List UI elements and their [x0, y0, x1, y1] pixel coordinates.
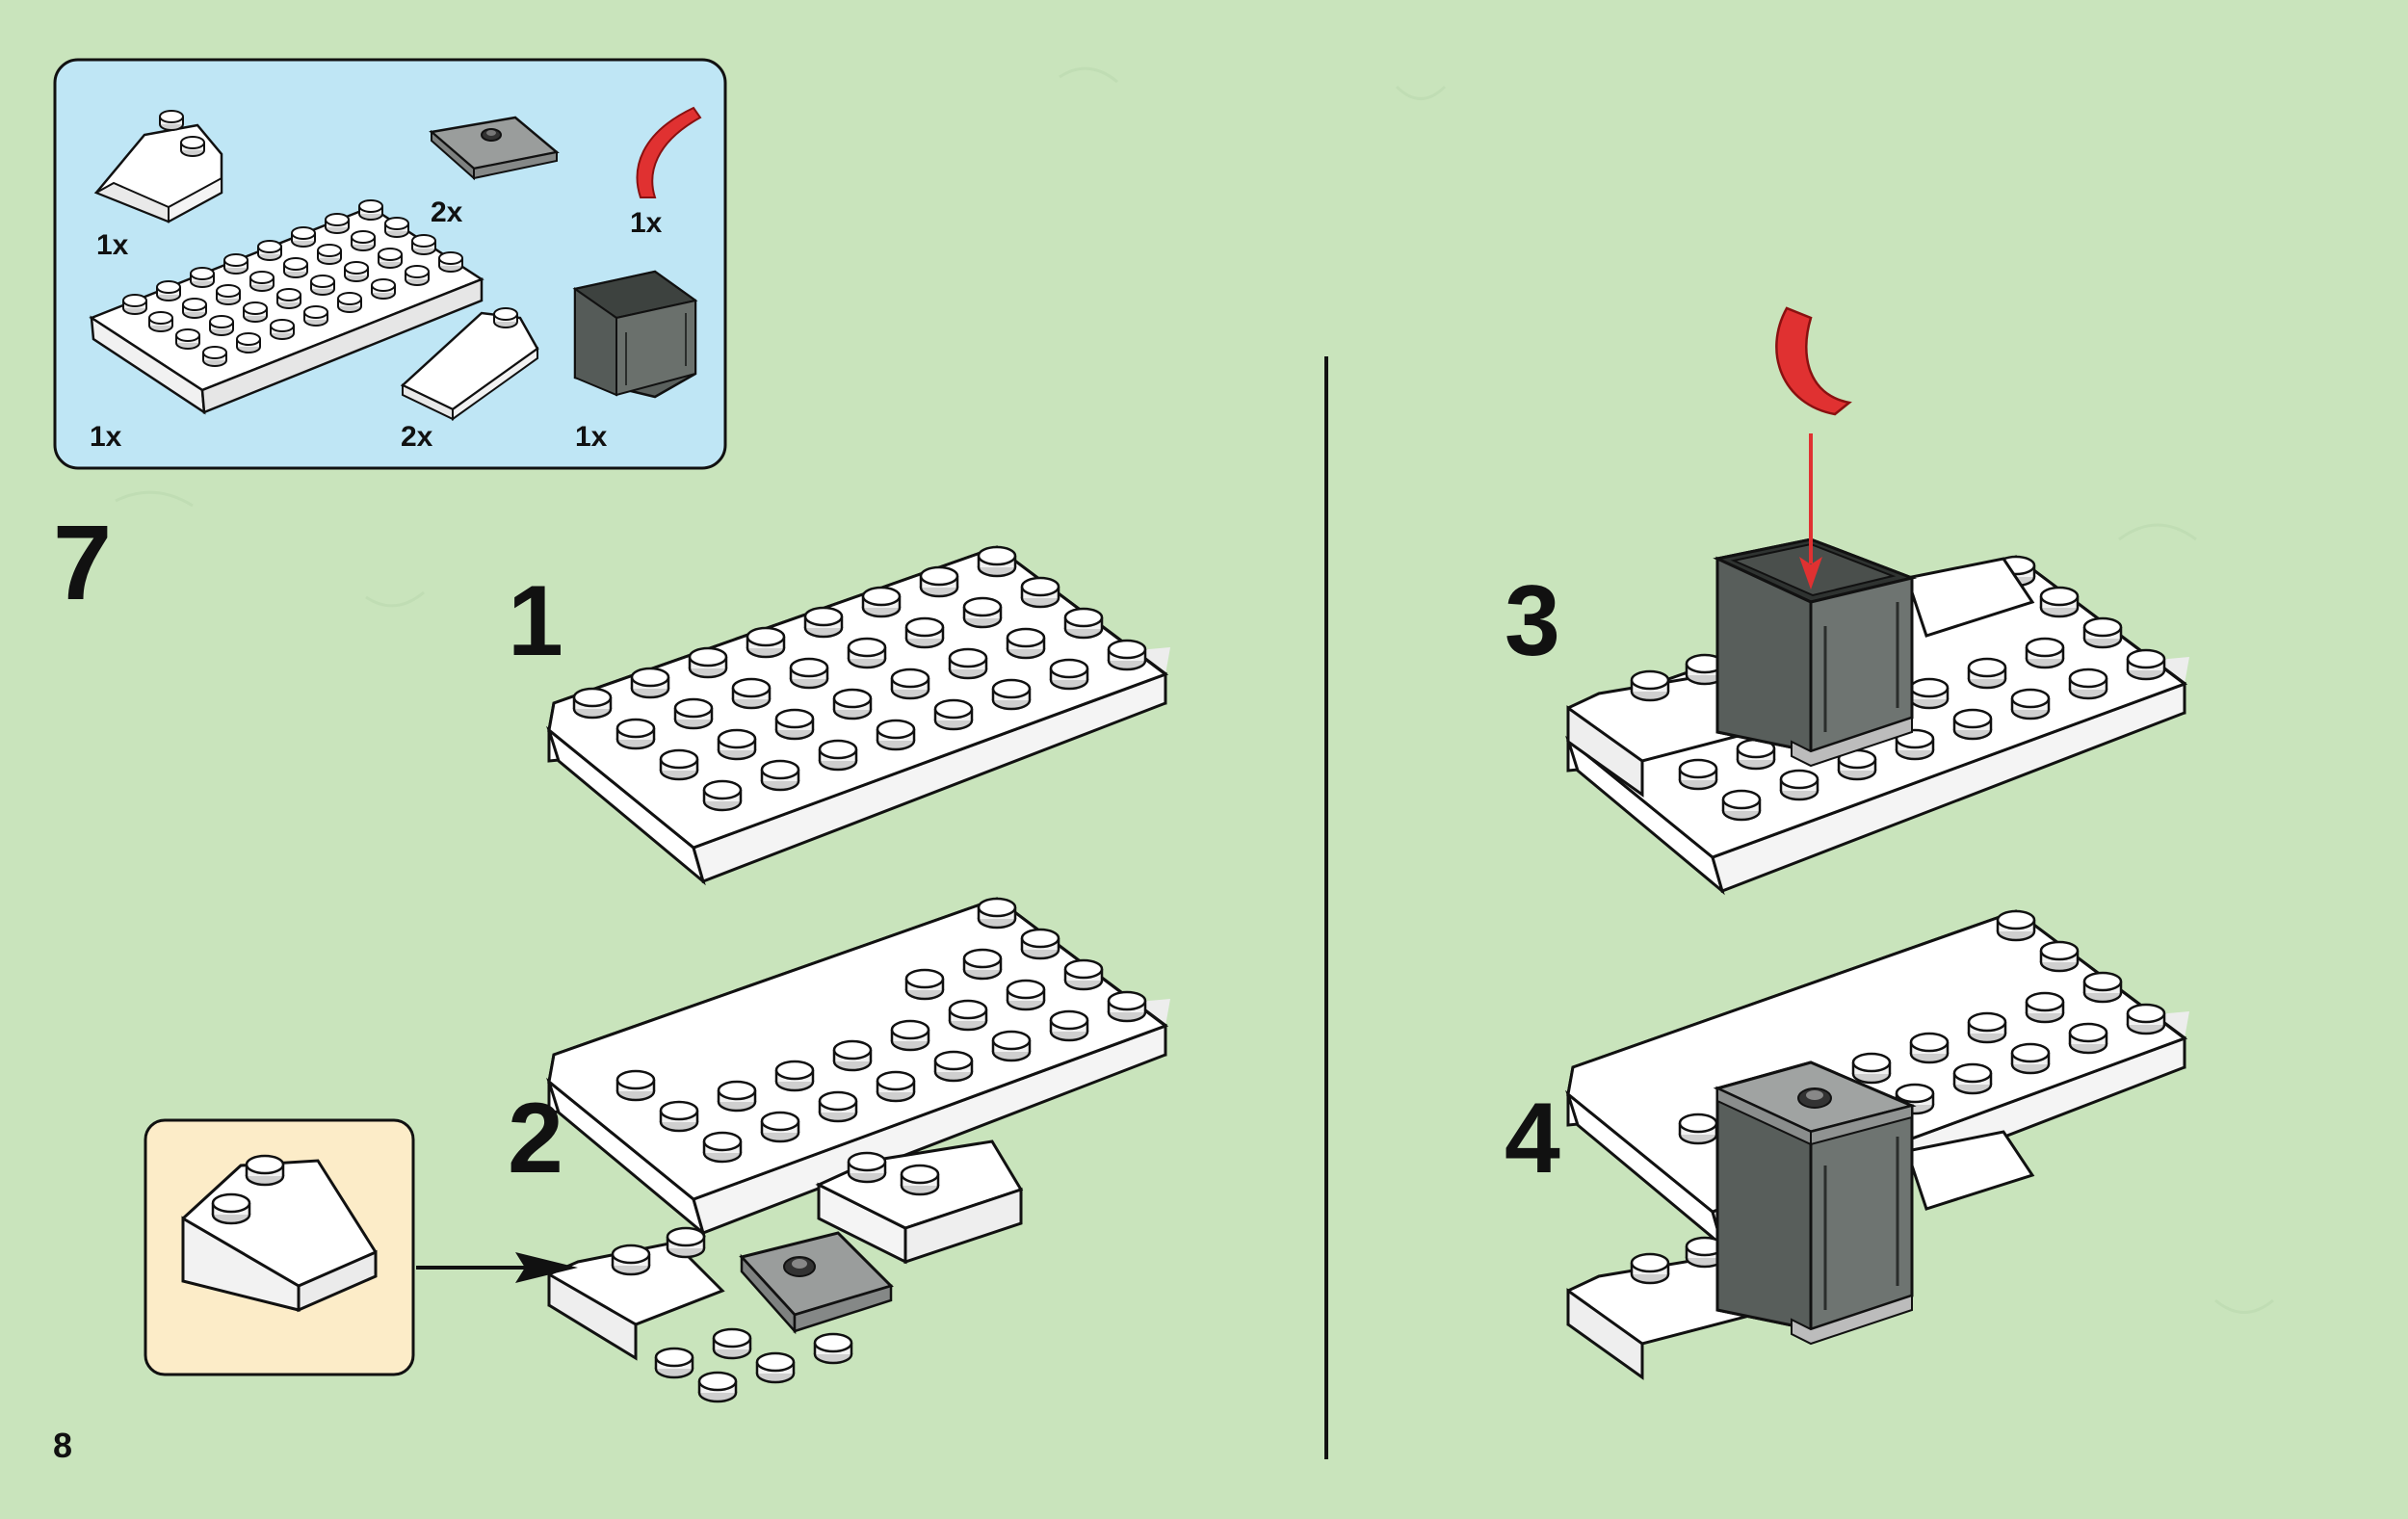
- qty-white-slope-1x2: 2x: [401, 421, 433, 453]
- qty-white-slope-2x2: 1x: [96, 229, 129, 261]
- red-curved-piece-step3: [1775, 306, 1852, 416]
- callout-arrow: [416, 1252, 578, 1283]
- qty-white-plate: 1x: [90, 421, 122, 453]
- step-3-illustration: [1566, 306, 2191, 893]
- part-red-curved-piece: [636, 106, 702, 198]
- sub-step-1-number: 1: [508, 565, 563, 677]
- step-1-illustration: [547, 545, 1172, 883]
- sub-step-4-number: 4: [1505, 1083, 1560, 1194]
- parts-list-box: [53, 58, 727, 470]
- qty-gray-tile: 2x: [431, 196, 463, 228]
- part-white-slope-1x2: [400, 307, 539, 421]
- step-4-illustration: [1566, 909, 2191, 1380]
- part-white-slope-2x2: [93, 110, 223, 223]
- step-2-illustration: [547, 897, 1172, 1403]
- callout-box: [144, 1118, 415, 1376]
- qty-dark-gray-box: 1x: [575, 421, 608, 453]
- part-dark-gray-box: [572, 270, 698, 399]
- part-gray-tile-2x2-stud: [429, 116, 560, 181]
- qty-red-curved-piece: 1x: [630, 207, 663, 239]
- sub-step-2-number: 2: [508, 1083, 563, 1194]
- main-step-number: 7: [53, 504, 113, 622]
- sub-step-3-number: 3: [1505, 565, 1560, 677]
- page-number: 8: [53, 1426, 73, 1465]
